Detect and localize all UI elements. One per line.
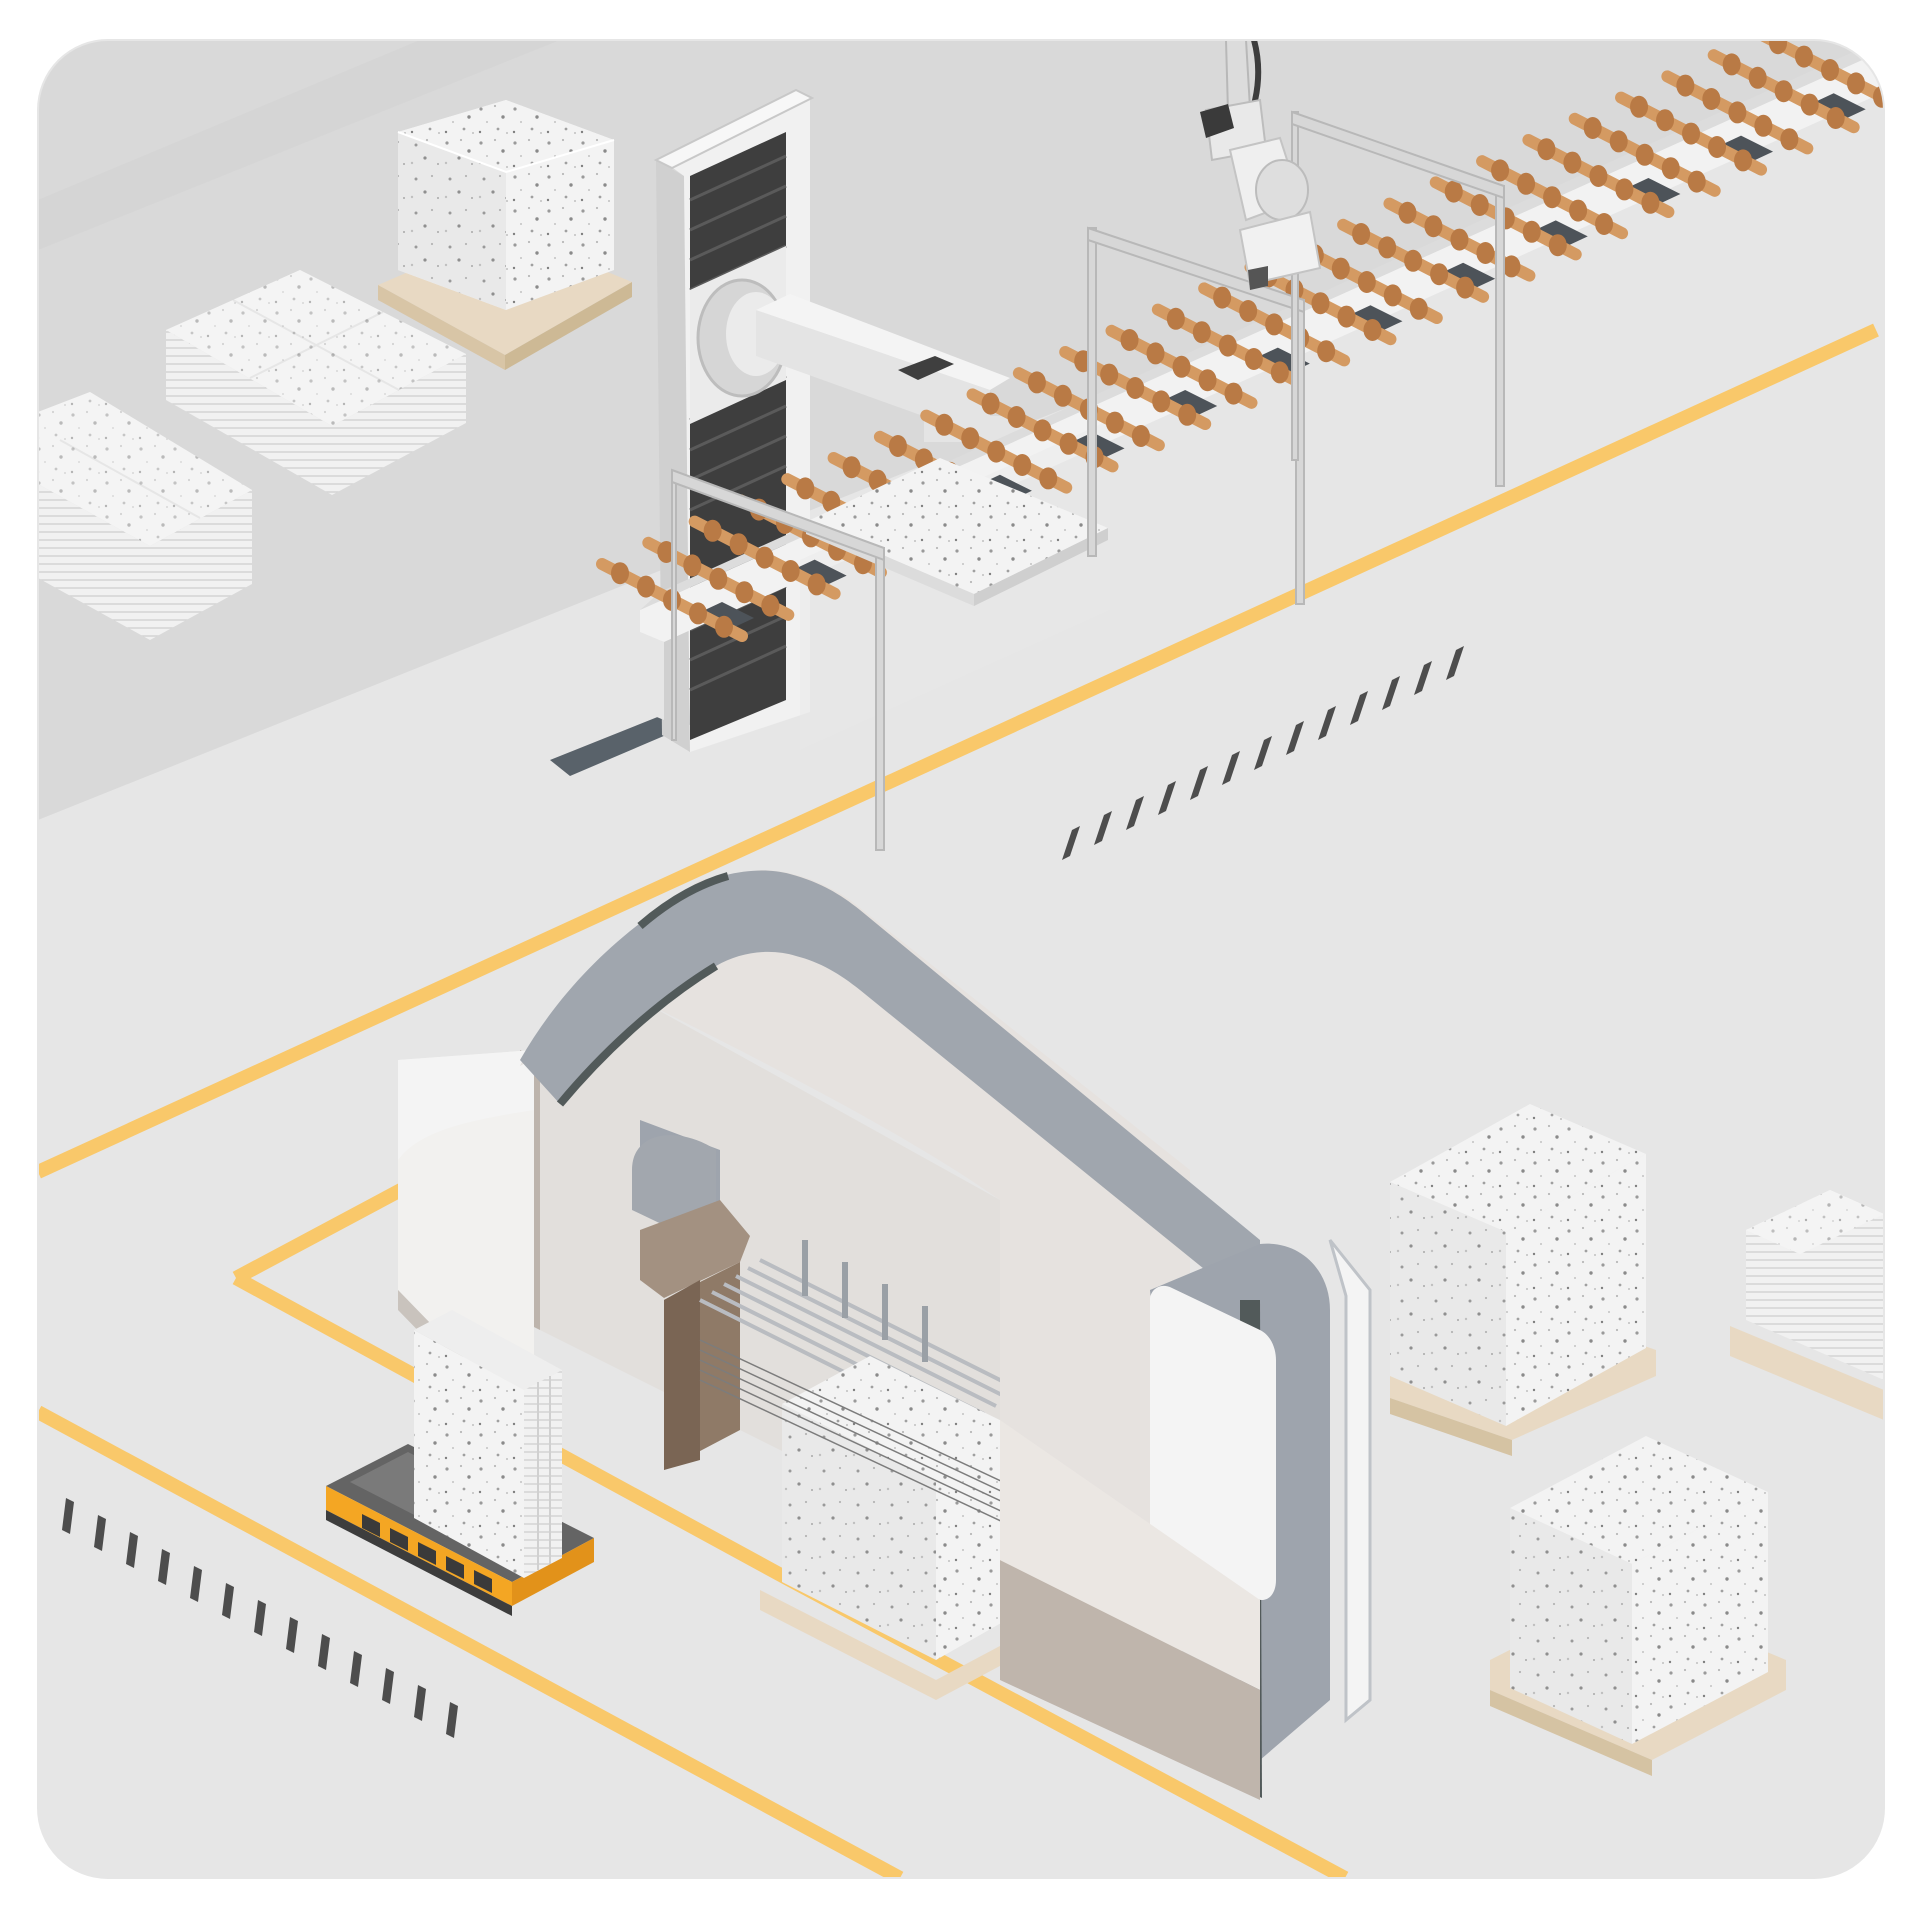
arm-sensor [898, 356, 954, 380]
robot-arm-icon [1200, 40, 1322, 290]
roller [1476, 155, 1629, 240]
stone-block-icon [1390, 1104, 1646, 1232]
roller [688, 515, 847, 600]
roller [1661, 70, 1814, 155]
gantry-window [1150, 1285, 1276, 1600]
stone-block-icon [1510, 1436, 1768, 1564]
roller [1568, 112, 1721, 197]
roller [1429, 176, 1588, 261]
sheet-stack-left [38, 392, 252, 640]
safety-line-main [38, 323, 1879, 1179]
roller [1383, 197, 1536, 282]
dash-marks-lower [62, 1498, 458, 1738]
stone-block-icon [782, 1356, 1024, 1482]
agv-cart-icon [326, 1310, 594, 1616]
robot-head [1200, 104, 1234, 138]
roller [1290, 240, 1443, 324]
roller [1151, 303, 1310, 388]
dash-marks-upper [1062, 646, 1464, 860]
stone-block-icon [806, 458, 1108, 594]
roller [1707, 49, 1866, 134]
upper-floor-band [38, 40, 560, 250]
sheet-stack-mid-left [166, 270, 466, 495]
pallet-block-right-lower [1490, 1436, 1786, 1776]
pallet-block-top [378, 100, 632, 370]
roller [1522, 134, 1681, 218]
roller [920, 409, 1073, 494]
loader-tower-icon [550, 88, 1016, 776]
gantry-cutter-icon [398, 870, 1372, 1800]
cutter-head [640, 1200, 750, 1298]
roller [1337, 218, 1496, 303]
safety-line-lower [38, 1405, 904, 1878]
conveyor-frames [671, 110, 1505, 851]
roller [1105, 324, 1258, 409]
roller [1615, 91, 1774, 176]
pallet-block-right-upper [1390, 1104, 1656, 1456]
tower-arm [756, 310, 990, 440]
stone-block-icon [414, 1330, 524, 1578]
pallet-icon [760, 1590, 1030, 1700]
gantry-top-band [520, 870, 1260, 1300]
sheet-stack-right [1730, 1190, 1884, 1420]
